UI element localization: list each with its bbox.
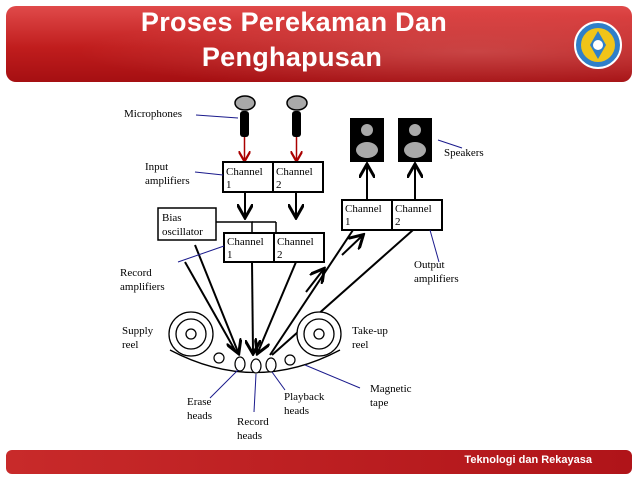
record-amplifiers-label-2: amplifiers xyxy=(120,281,165,293)
microphones-label: Microphones xyxy=(124,108,182,120)
ministry-logo-icon xyxy=(574,21,622,69)
output-amplifiers-label-2: amplifiers xyxy=(414,273,459,285)
input-amplifiers-label-1: Input xyxy=(145,161,168,173)
slide-footer: Teknologi dan Rekayasa xyxy=(6,450,632,474)
output-channel-2-box: Channel 2 xyxy=(391,199,443,231)
speakers-label: Speakers xyxy=(444,147,484,159)
output-channel-2-label: Channel xyxy=(395,203,432,215)
magnetic-tape-label-1: Magnetic xyxy=(370,383,412,395)
playback-heads-label-1: Playback xyxy=(284,391,325,403)
record-head-icon xyxy=(250,358,262,374)
output-channel-2-number: 2 xyxy=(395,216,401,228)
header-glow xyxy=(6,6,632,82)
input-channel-2-label: Channel xyxy=(276,166,313,178)
record-amplifiers-label-1: Record xyxy=(120,267,152,279)
input-channel-2-number: 2 xyxy=(276,179,282,191)
input-channel-1-number: 1 xyxy=(226,179,232,191)
record-heads-label-1: Record xyxy=(237,416,269,428)
input-channel-1-label: Channel xyxy=(226,166,263,178)
microphone-2-icon xyxy=(286,95,308,160)
input-amplifiers-label-2: amplifiers xyxy=(145,175,190,187)
input-channel-2-box: Channel 2 xyxy=(272,161,324,193)
microphone-1-icon xyxy=(234,95,256,160)
takeup-reel-icon xyxy=(296,311,342,357)
footer-text: Teknologi dan Rekayasa xyxy=(464,454,592,466)
playback-heads-label-2: heads xyxy=(284,405,309,417)
input-channel-1-box: Channel 1 xyxy=(222,161,274,193)
takeup-reel-label-2: reel xyxy=(352,339,368,351)
takeup-reel-label-1: Take-up xyxy=(352,325,388,337)
record-heads-label-2: heads xyxy=(237,430,262,442)
erase-heads-label-2: heads xyxy=(187,410,212,422)
speaker-1-icon xyxy=(350,118,384,162)
slide-header xyxy=(6,6,632,82)
supply-reel-icon xyxy=(168,311,214,357)
bias-label-2: oscillator xyxy=(162,226,203,238)
output-channel-1-number: 1 xyxy=(345,216,351,228)
record-channel-1-box: Channel 1 xyxy=(223,232,275,263)
bias-oscillator-box: Bias oscillator xyxy=(157,207,217,241)
slide-title-line-2: Penghapusan xyxy=(201,42,383,72)
record-channel-2-number: 2 xyxy=(277,249,283,261)
erase-heads-label-1: Erase xyxy=(187,396,212,408)
bias-label-1: Bias xyxy=(162,212,182,224)
erase-head-icon xyxy=(234,356,246,372)
record-channel-2-box: Channel 2 xyxy=(273,232,325,263)
record-channel-1-number: 1 xyxy=(227,249,233,261)
output-channel-1-box: Channel 1 xyxy=(341,199,393,231)
magnetic-tape-label-2: tape xyxy=(370,397,388,409)
output-channel-1-label: Channel xyxy=(345,203,382,215)
slide-title-line-1: Proses Perekaman Dan xyxy=(140,7,448,37)
supply-reel-label-2: reel xyxy=(122,339,138,351)
output-amplifiers-label-1: Output xyxy=(414,259,445,271)
speaker-2-icon xyxy=(398,118,432,162)
record-channel-1-label: Channel xyxy=(227,236,264,248)
supply-reel-label-1: Supply xyxy=(122,325,154,337)
record-channel-2-label: Channel xyxy=(277,236,314,248)
playback-head-icon xyxy=(265,357,277,373)
